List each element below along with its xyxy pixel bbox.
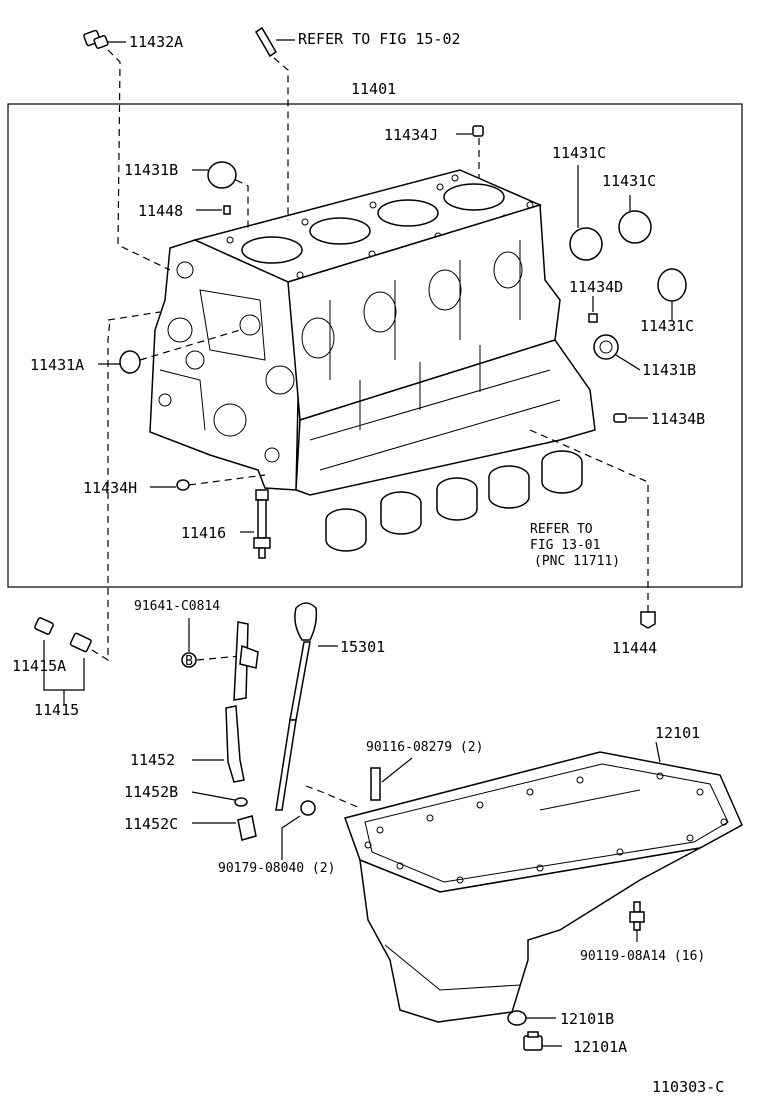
oring-11452B bbox=[234, 797, 248, 807]
label-11444: 11444 bbox=[612, 639, 657, 657]
stud-refer-15-02 bbox=[254, 26, 278, 58]
figure-code: 110303-C bbox=[652, 1078, 724, 1096]
label-11431B-right: 11431B bbox=[642, 361, 696, 379]
plug-11444 bbox=[640, 611, 656, 629]
dipstick-15301 bbox=[275, 602, 318, 811]
label-11401: 11401 bbox=[351, 80, 396, 98]
plug-11432A bbox=[83, 29, 109, 49]
plug-11431C-3 bbox=[657, 268, 687, 302]
bolt-90119-08A14 bbox=[629, 901, 645, 931]
label-15301: 15301 bbox=[340, 638, 385, 656]
pin-11434D bbox=[588, 313, 598, 323]
label-12101A: 12101A bbox=[573, 1038, 627, 1056]
stud-90116-08279 bbox=[370, 767, 381, 801]
label-90179-08040: 90179-08040 (2) bbox=[218, 861, 335, 876]
pin-11448 bbox=[223, 205, 231, 215]
label-11434B: 11434B bbox=[651, 410, 705, 428]
label-11432A: 11432A bbox=[129, 33, 183, 51]
label-11434J: 11434J bbox=[384, 126, 438, 144]
cylinder-block bbox=[149, 169, 596, 496]
seal-11431B-right bbox=[593, 334, 619, 360]
gasket-12101B bbox=[507, 1010, 527, 1026]
dipstick-guide-11452 bbox=[225, 621, 259, 783]
oil-pan-12101 bbox=[344, 751, 743, 1023]
bolt-90179-08040 bbox=[300, 800, 316, 816]
label-11415A: 11415A bbox=[12, 657, 66, 675]
bracket-11452C bbox=[237, 815, 257, 841]
label-11431C-1: 11431C bbox=[552, 144, 606, 162]
pin-11434J bbox=[472, 125, 484, 137]
label-refer-fig-15-02: REFER TO FIG 15-02 bbox=[298, 30, 461, 48]
label-11415: 11415 bbox=[34, 701, 79, 719]
bolt-marker-91641: B bbox=[181, 652, 197, 669]
label-11448: 11448 bbox=[138, 202, 183, 220]
label-11431B-top: 11431B bbox=[124, 161, 178, 179]
plug-11431A bbox=[119, 350, 141, 374]
plug-11431B-top bbox=[207, 161, 237, 189]
label-11431C-2: 11431C bbox=[602, 172, 656, 190]
label-11434D: 11434D bbox=[569, 278, 623, 296]
label-refer-fig-13-01-line3: (PNC 11711) bbox=[534, 554, 620, 569]
crank-bearings bbox=[325, 450, 583, 552]
label-12101: 12101 bbox=[655, 724, 700, 742]
label-11431A: 11431A bbox=[30, 356, 84, 374]
label-11452: 11452 bbox=[130, 751, 175, 769]
label-11434H: 11434H bbox=[83, 479, 137, 497]
pin-11434H bbox=[176, 479, 190, 491]
plug-11431C-2 bbox=[618, 210, 652, 244]
drain-plug-12101A bbox=[523, 1031, 543, 1051]
label-11416: 11416 bbox=[181, 524, 226, 542]
label-11452C: 11452C bbox=[124, 815, 178, 833]
fittings-11415A bbox=[34, 617, 92, 653]
pin-11434B bbox=[613, 413, 627, 423]
block-group-frame bbox=[7, 103, 743, 588]
plug-11431C-1 bbox=[569, 227, 603, 261]
label-90119-08A14: 90119-08A14 (16) bbox=[580, 949, 705, 964]
union-11416 bbox=[253, 489, 271, 559]
label-11431C-3: 11431C bbox=[640, 317, 694, 335]
label-refer-fig-13-01-line2: FIG 13-01 bbox=[530, 538, 600, 553]
label-91641-C0814: 91641-C0814 bbox=[134, 599, 220, 614]
bolt-marker-label: B bbox=[185, 654, 193, 669]
label-90116-08279: 90116-08279 (2) bbox=[366, 740, 483, 755]
label-refer-fig-13-01-line1: REFER TO bbox=[530, 522, 593, 537]
label-11452B: 11452B bbox=[124, 783, 178, 801]
label-12101B: 12101B bbox=[560, 1010, 614, 1028]
